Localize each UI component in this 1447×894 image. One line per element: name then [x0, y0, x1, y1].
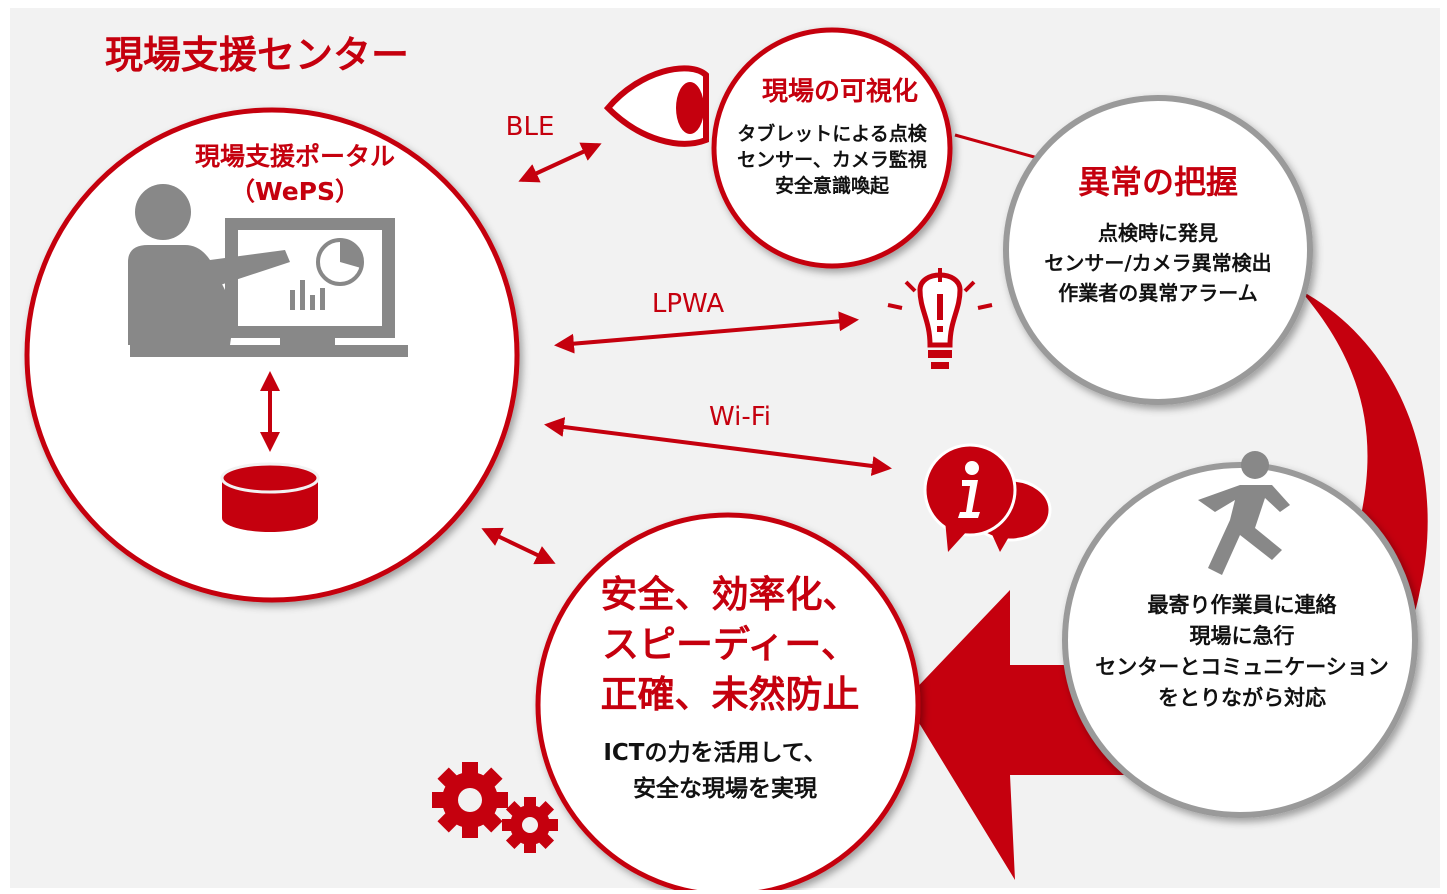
lightbulb-alert-icon	[887, 268, 993, 369]
respond-circle	[1062, 462, 1418, 818]
link-wifi-label: Wi-Fi	[709, 402, 771, 432]
link-ble-label: BLE	[506, 112, 555, 142]
result-sub-1: ICTの力を活用して、	[603, 740, 826, 766]
portal-label: 現場支援ポータル	[195, 142, 395, 171]
link-lpwa-arrow	[554, 311, 859, 354]
result-circle	[535, 512, 921, 894]
presenter-monitor-icon	[128, 184, 408, 357]
detect-circle	[1003, 95, 1313, 405]
center-title: 現場支援センター	[105, 33, 409, 77]
visualize-line-1: タブレットによる点検	[737, 122, 927, 145]
respond-line-4: をとりながら対応	[1158, 686, 1326, 710]
link-ble-arrow	[518, 142, 602, 183]
visualize-line-3: 安全意識喚起	[775, 174, 890, 197]
running-person-icon	[1198, 451, 1290, 575]
result-sub-2: 安全な現場を実現	[633, 775, 817, 802]
visualize-circle	[711, 27, 953, 269]
database-icon	[220, 462, 320, 532]
link-result-arrow	[481, 527, 556, 565]
portal-sub: （WePS）	[230, 177, 360, 206]
link-lpwa-label: LPWA	[652, 289, 724, 319]
respond-line-2: 現場に急行	[1190, 624, 1295, 648]
link-wifi-arrow	[544, 417, 892, 476]
result-title-1: 安全、効率化、	[601, 573, 860, 616]
result-title-2: スピーディー、	[602, 623, 858, 666]
result-title-3: 正確、未然防止	[601, 673, 860, 716]
respond-line-3: センターとコミュニケーション	[1095, 655, 1389, 679]
eye-icon	[603, 65, 709, 147]
visualize-line-2: センサー、カメラ監視	[737, 148, 927, 171]
connector-line	[954, 133, 1046, 162]
info-chat-icon	[923, 443, 1052, 552]
detect-title: 異常の把握	[1078, 163, 1238, 201]
detect-line-3: 作業者の異常アラーム	[1058, 281, 1257, 305]
gears-icon	[432, 762, 558, 853]
detect-line-1: 点検時に発見	[1098, 221, 1218, 245]
detect-line-2: センサー/カメラ異常検出	[1044, 251, 1271, 275]
visualize-title: 現場の可視化	[762, 77, 918, 107]
respond-line-1: 最寄り作業員に連絡	[1148, 593, 1338, 617]
